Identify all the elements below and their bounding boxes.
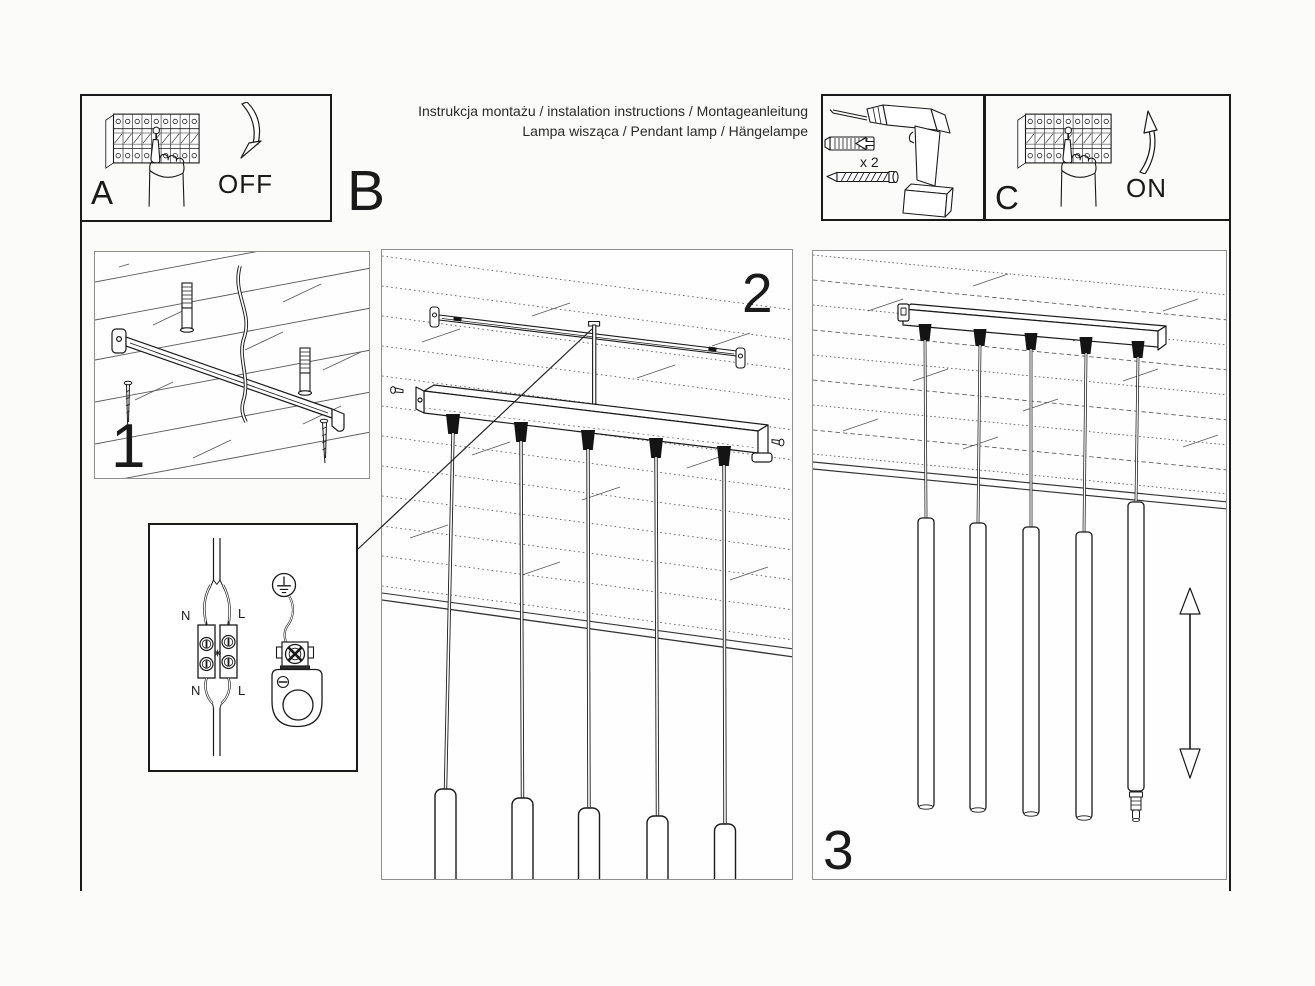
- ceiling-planks: [813, 254, 1226, 495]
- pendant-tubes: [434, 788, 737, 879]
- header-line-2: Lampa wisząca / Pendant lamp / Hängelamp…: [522, 123, 808, 139]
- ceiling-edge: [813, 461, 1226, 510]
- canopy-end-view: [271, 668, 323, 728]
- pendant-cables: [923, 339, 1140, 533]
- pendant-mounting-drawing: [382, 255, 792, 879]
- step-a-action-off: OFF: [218, 169, 273, 199]
- step1-number: 1: [111, 412, 146, 479]
- wiring-detail-drawing: [197, 538, 323, 756]
- tools-quantity-label: x 2: [860, 154, 879, 170]
- circuit-breaker-panel-icon: [1016, 113, 1112, 208]
- mounting-screws: [123, 380, 329, 464]
- page-frame-right-line: [1229, 94, 1231, 891]
- step-b-label: B: [347, 159, 386, 223]
- curved-arrow-down-icon: [240, 102, 262, 159]
- cable-bottom: [212, 708, 221, 756]
- mounting-rail: [111, 328, 345, 432]
- header: Instrukcja montażu / instalation instruc…: [340, 101, 808, 141]
- bulb-socket-detail: [1129, 791, 1143, 823]
- step3-number: 3: [823, 819, 854, 880]
- step-a-label: A: [91, 174, 114, 211]
- panel-step2: 2: [381, 249, 793, 880]
- cable-top: [212, 538, 221, 580]
- terminal-label-top-live: L: [238, 606, 246, 621]
- terminal-label-bottom-neutral: N: [191, 683, 201, 698]
- circuit-breaker-panel-icon: [104, 113, 200, 208]
- ground-symbol-icon: [271, 572, 297, 598]
- power-drill-icon: [824, 104, 954, 218]
- header-line-1: Instrukcja montażu / instalation instruc…: [418, 103, 808, 119]
- screw-icon: [826, 170, 899, 184]
- pendant-final-drawing: [813, 254, 1226, 823]
- tools-box: x 2: [821, 94, 985, 221]
- pendant-tubes: [917, 501, 1145, 821]
- terminal-label-top-neutral: N: [181, 608, 191, 623]
- step-a-box: A OFF: [80, 94, 332, 222]
- wall-anchors: [179, 282, 313, 396]
- panel-step3: 3: [812, 250, 1227, 880]
- step-c-action-on: ON: [1126, 173, 1167, 203]
- panel-step1: 1: [94, 251, 370, 479]
- step-c-label: C: [995, 179, 1019, 216]
- page-frame-left-line: [80, 94, 82, 891]
- step-c-box: C ON: [984, 94, 1231, 221]
- wiring-inset-box: N L N L: [148, 523, 358, 772]
- terminal-label-bottom-live: L: [238, 683, 246, 698]
- curved-arrow-up-icon: [1139, 110, 1158, 174]
- strain-relief-clamp-icon: [275, 641, 315, 672]
- mounting-rail: [429, 306, 746, 405]
- pendant-cables: [443, 432, 727, 825]
- cable-glands: [918, 324, 1145, 358]
- ceiling-rail-drawing: [95, 252, 369, 478]
- canopy-bar: [897, 303, 1167, 351]
- terminal-block-icon: [197, 624, 238, 679]
- center-rod: [592, 324, 597, 405]
- height-adjustment-double-arrow-icon: [1179, 587, 1201, 779]
- step2-number: 2: [742, 262, 773, 324]
- power-cable: [236, 265, 249, 423]
